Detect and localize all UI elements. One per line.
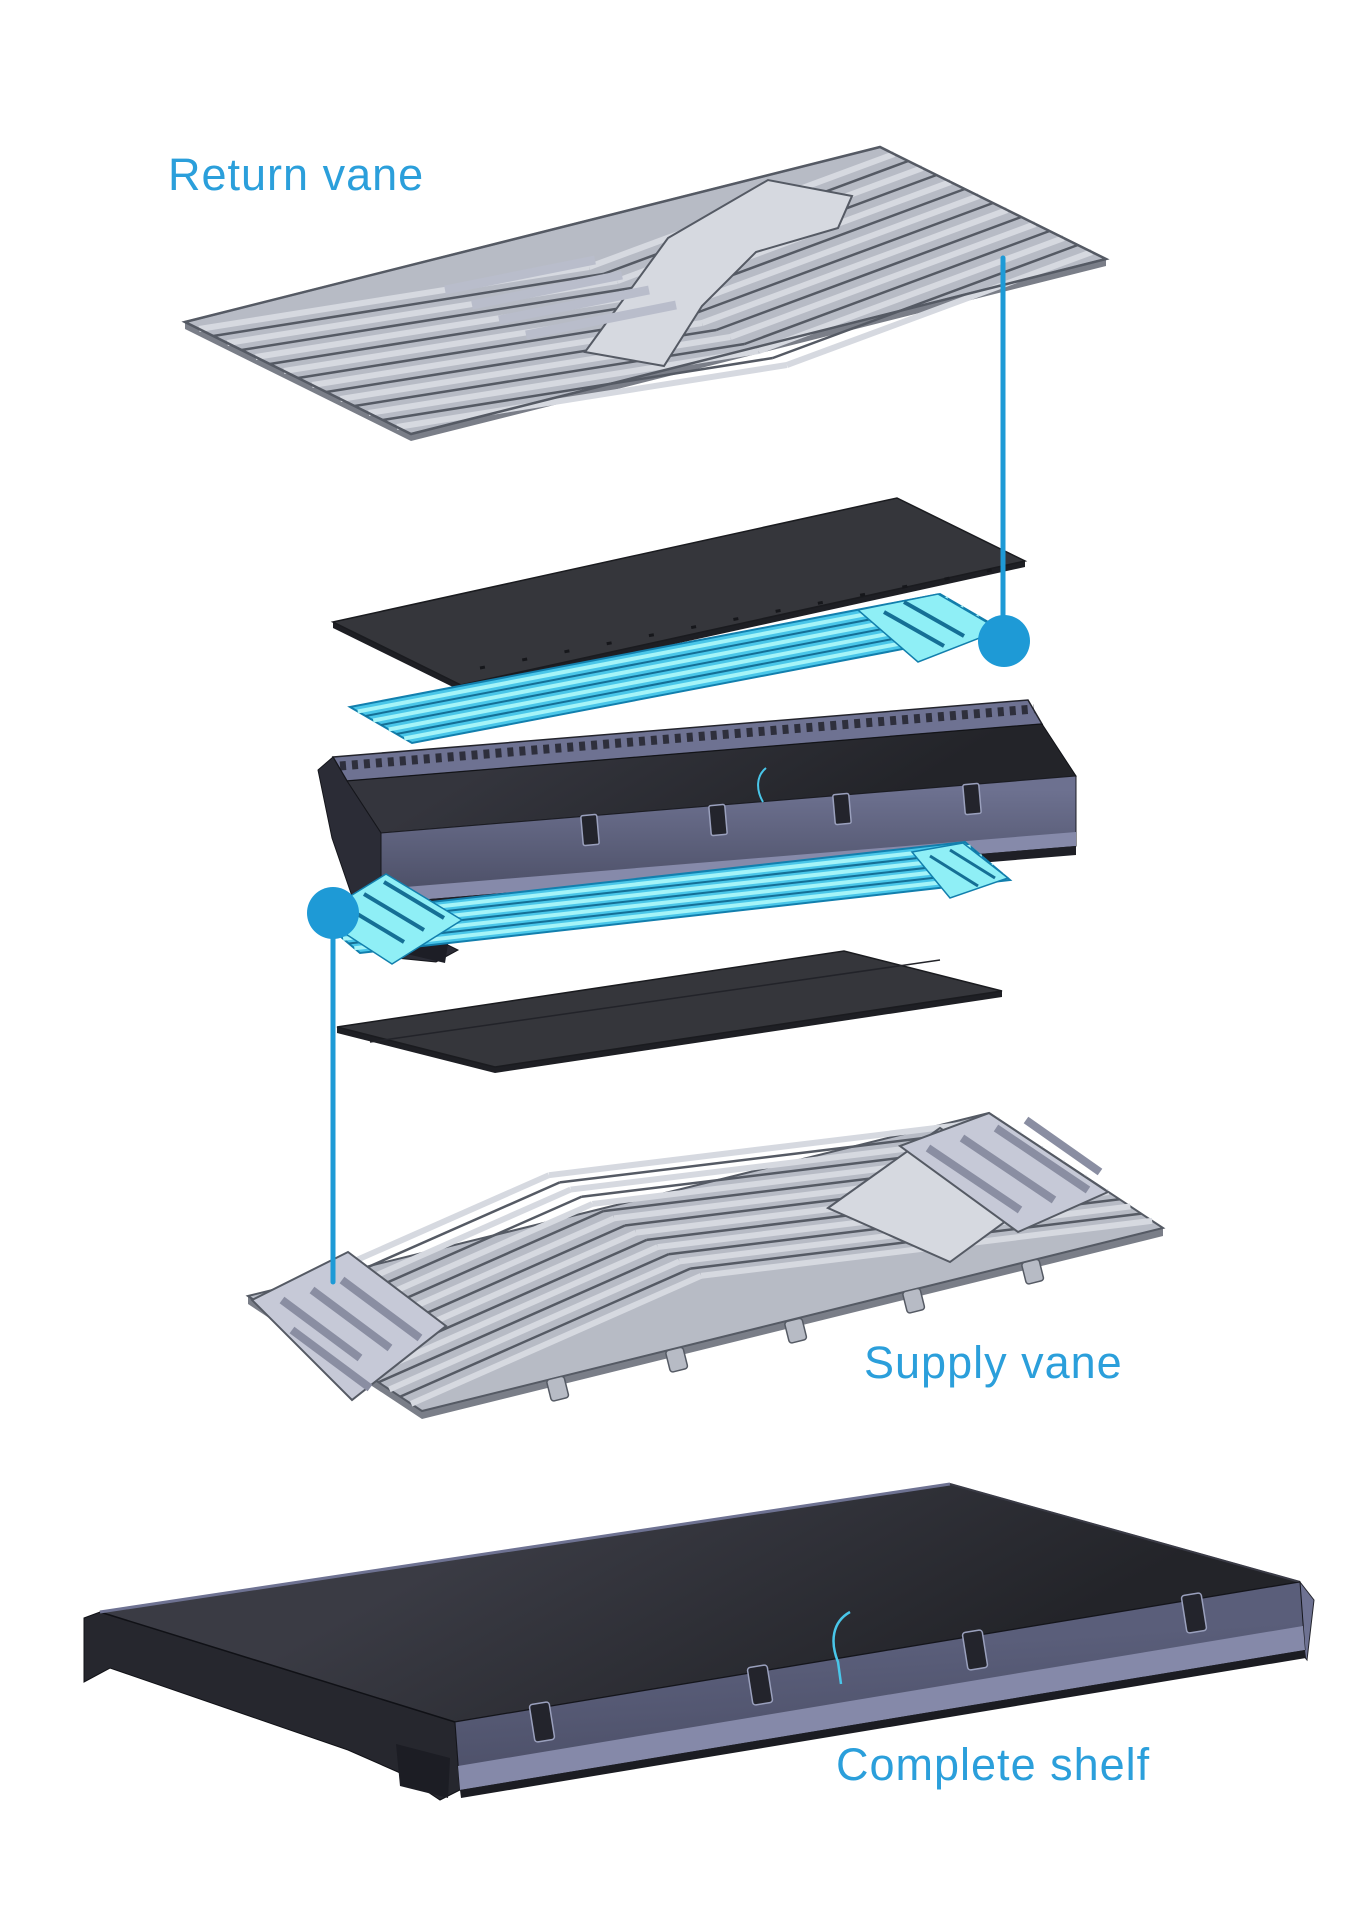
supply-vane-edge-tabs [546, 1258, 1045, 1402]
tray-clips [580, 782, 982, 847]
callout-dot-1 [978, 615, 1030, 667]
top-foam-sheet [330, 497, 1028, 691]
return-vane-insert [347, 592, 1005, 745]
shelf-clips [528, 1592, 1208, 1743]
label-complete-shelf: Complete shelf [836, 1739, 1151, 1790]
supply-vane-part [245, 1111, 1166, 1419]
supply-insert-corner-grille [910, 842, 1010, 899]
return-vane-grille-slots [444, 255, 677, 340]
supply-vane-insert [312, 840, 1013, 965]
complete-shelf [83, 1482, 1315, 1801]
supply-vane-grille-bottom-left [250, 1250, 448, 1402]
callout-dot-2 [307, 887, 359, 939]
label-supply-vane: Supply vane [864, 1337, 1123, 1388]
bottom-foam-sheet [336, 950, 1003, 1073]
return-vane-callout [978, 255, 1030, 667]
return-vane-y-channel [583, 178, 854, 368]
return-vane-part [181, 145, 1110, 441]
supply-vane-grille-top-right [897, 1111, 1111, 1234]
supply-vane-callout [307, 887, 359, 1285]
label-return-vane: Return vane [168, 149, 425, 200]
tray-left-foot [317, 756, 460, 963]
supply-insert-hub [316, 873, 464, 965]
